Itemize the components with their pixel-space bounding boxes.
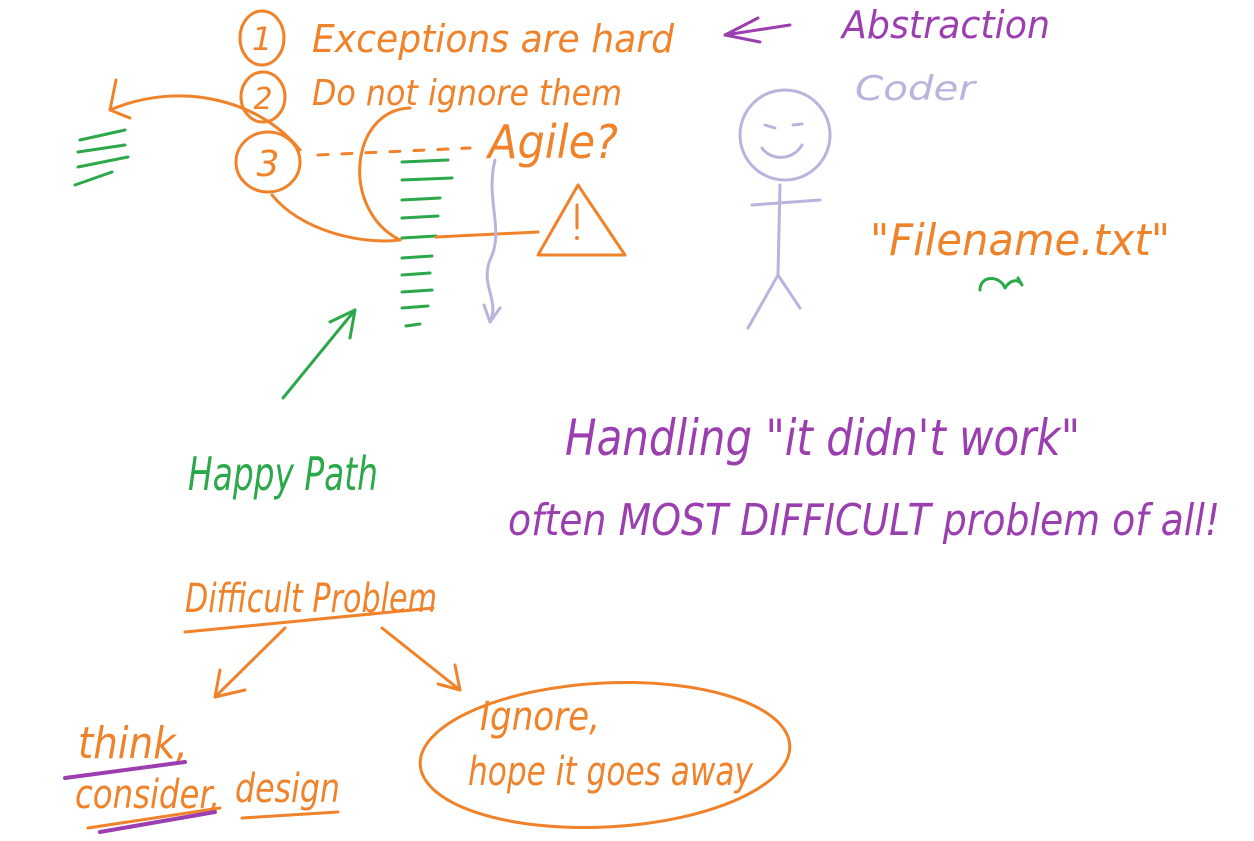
item-3-number: 3 — [257, 144, 280, 185]
abstraction-label: Abstraction — [839, 3, 1050, 47]
item-2-text: Do not ignore them — [312, 73, 622, 114]
abstraction-group: Abstraction — [723, 3, 1050, 47]
handling-line-1: Handling "it didn't work" — [565, 409, 1080, 467]
consider-underline-purple — [98, 810, 217, 834]
design-underline — [240, 810, 340, 820]
branch-arrow-left — [213, 626, 287, 699]
branch-arrow-right — [380, 626, 462, 692]
person-label: Coder — [855, 69, 977, 109]
happy-path-label: Happy Path — [188, 447, 378, 501]
coder-stick-figure — [738, 88, 832, 330]
filename-label: "Filename.txt" — [870, 215, 1170, 266]
handling-line-2: often MOST DIFFICULT problem of all! — [508, 495, 1220, 546]
think-word-1: think, — [78, 718, 188, 769]
exception-curve-right — [270, 193, 402, 243]
numbered-list: 1 Exceptions are hard 2 Do not ignore th… — [234, 9, 675, 194]
loop-curve — [358, 106, 412, 242]
happy-path-stack — [400, 158, 454, 328]
ignore-line-2: hope it goes away — [468, 749, 754, 795]
item-1-circle — [238, 9, 286, 67]
difficult-problem-underline — [183, 606, 435, 634]
dashed-line — [316, 146, 472, 157]
warning-triangle-icon — [536, 183, 627, 257]
small-green-arrow — [978, 276, 1024, 292]
lavender-squiggle-arrow — [482, 158, 502, 324]
left-green-lines — [73, 128, 130, 187]
abstraction-arrow — [723, 16, 792, 44]
ignore-line-1: Ignore, — [480, 694, 600, 740]
difficult-problem-label: Difficult Problem — [185, 576, 437, 622]
ignore-bubble — [418, 680, 792, 830]
item-1-text: Exceptions are hard — [312, 17, 675, 61]
think-word-3: design — [235, 766, 340, 812]
agile-label: Agile? — [485, 115, 618, 169]
item-3-circle — [234, 130, 302, 194]
think-strike — [63, 760, 187, 780]
consider-underline-orange — [86, 806, 222, 830]
warning-connector — [434, 230, 540, 239]
item-2-number: 2 — [253, 82, 272, 117]
item-1-number: 1 — [252, 20, 272, 58]
item-2-circle — [239, 70, 287, 124]
happy-path-arrow — [281, 308, 357, 400]
exception-curve-left — [108, 78, 302, 152]
